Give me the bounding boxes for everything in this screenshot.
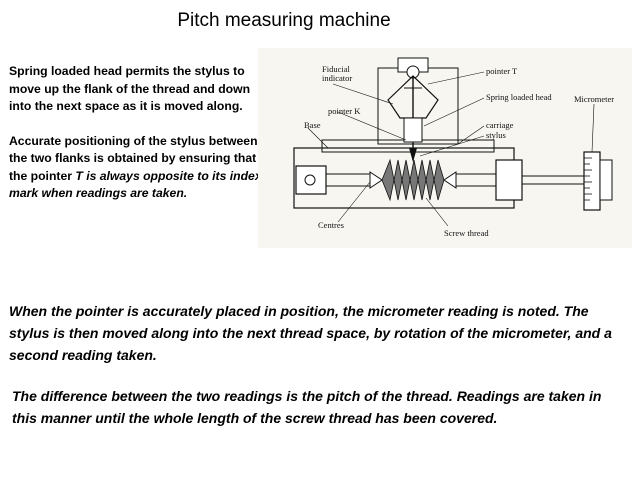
right-centre	[443, 171, 457, 189]
screw-thread-label: Screw thread	[444, 228, 489, 238]
base-label: Base	[304, 120, 321, 130]
paragraph-spring-head: Spring loaded head permits the stylus to…	[9, 64, 251, 113]
paragraph-micrometer-reading: When the pointer is accurately placed in…	[9, 303, 612, 363]
page-title: Pitch measuring machine	[177, 10, 391, 31]
spring-head-label: Spring loaded head	[486, 92, 552, 102]
paragraph-pitch-difference: The difference between the two readings …	[12, 388, 602, 426]
screw-thread-shape	[381, 158, 445, 202]
explanation-text: When the pointer is accurately placed in…	[9, 300, 629, 429]
positioning-intro: Accurate positioning of the stylus betwe…	[9, 133, 258, 183]
stylus-tip	[409, 148, 417, 162]
right-block	[495, 159, 523, 201]
fiducial-indicator	[387, 75, 439, 119]
machine-drawing: Fiducial indicator pointer T Spring load…	[258, 48, 632, 248]
left-block	[295, 165, 327, 195]
pitch-machine-diagram: Fiducial indicator pointer T Spring load…	[258, 48, 632, 248]
centres-label: Centres	[318, 220, 344, 230]
fiducial-label-line2: indicator	[322, 73, 352, 83]
description-text: Spring loaded head permits the stylus to…	[9, 63, 264, 203]
stylus-label: stylus	[486, 130, 506, 140]
spring-head-body	[403, 117, 423, 143]
micrometer-drum	[583, 151, 601, 211]
pointer-k-label: pointer K	[328, 106, 361, 116]
left-knob	[304, 174, 316, 186]
positioning-pointer-text: T is always opposite to its index mark w…	[9, 168, 262, 201]
micrometer-thimble	[599, 159, 613, 201]
pointer-t-label: pointer T	[486, 66, 518, 76]
fiducial-label-line1: Fiducial	[322, 64, 350, 74]
paragraph-positioning: Accurate positioning of the stylus betwe…	[9, 133, 264, 203]
left-centre	[369, 171, 383, 189]
carriage-label: carriage	[486, 120, 514, 130]
micrometer-label: Micrometer	[574, 94, 614, 104]
